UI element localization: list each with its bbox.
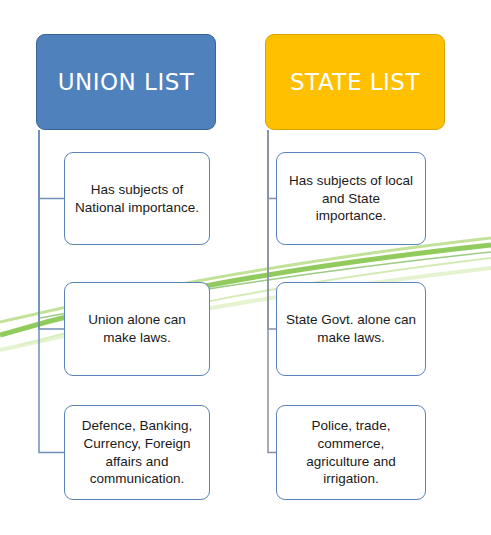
list-item-box: Has subjects of local and State importan…	[276, 152, 426, 245]
tree-connector	[268, 130, 276, 453]
tree-connector	[268, 130, 276, 199]
list-item-box: Has subjects of National importance.	[64, 152, 210, 245]
list-title: UNION LIST	[58, 69, 195, 95]
list-item-box: Police, trade, commerce, agriculture and…	[276, 405, 426, 500]
list-header-box: UNION LIST	[36, 34, 216, 130]
list-item-box: State Govt. alone can make laws.	[276, 282, 426, 376]
item-text: State Govt. alone can make laws.	[285, 311, 417, 346]
item-text: Defence, Banking, Currency, Foreign affa…	[73, 417, 201, 487]
tree-connector	[39, 130, 64, 199]
item-text: Has subjects of National importance.	[73, 181, 201, 216]
list-header-box: STATE LIST	[265, 34, 445, 130]
tree-connector	[39, 130, 64, 329]
item-text: Police, trade, commerce, agriculture and…	[285, 417, 417, 487]
item-text: Union alone can make laws.	[73, 311, 201, 346]
list-item-box: Union alone can make laws.	[64, 282, 210, 376]
list-title: STATE LIST	[290, 69, 420, 95]
tree-connector	[39, 130, 64, 453]
tree-connector	[268, 130, 276, 329]
list-item-box: Defence, Banking, Currency, Foreign affa…	[64, 405, 210, 500]
item-text: Has subjects of local and State importan…	[285, 172, 417, 225]
